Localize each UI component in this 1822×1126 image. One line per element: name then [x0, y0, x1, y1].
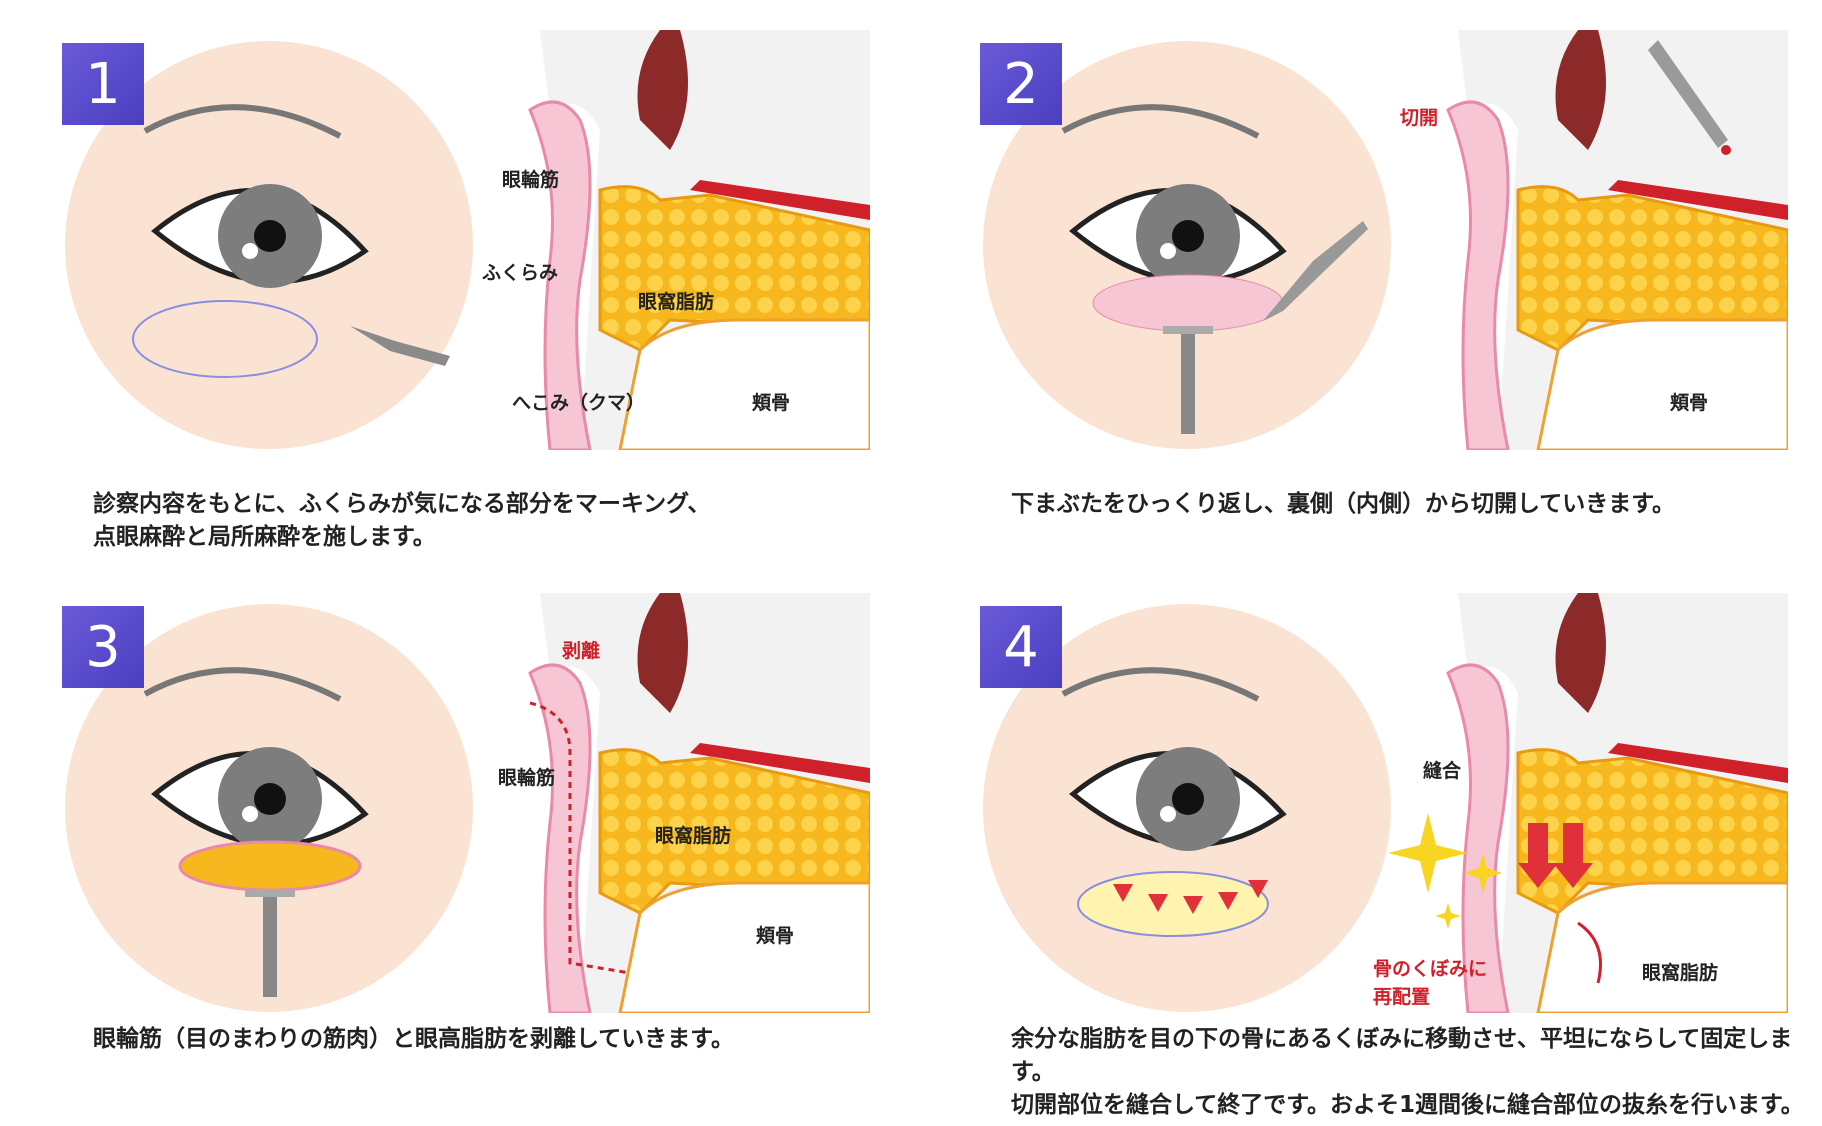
sparkle-icon	[1388, 813, 1502, 929]
eye-illustration	[65, 41, 473, 449]
label-orbital-fat: 眼窩脂肪	[655, 825, 732, 847]
label-suture: 縫合	[1423, 760, 1462, 782]
label-cheekbone: 頬骨	[1670, 392, 1709, 414]
label-orbital-fat: 眼窩脂肪	[638, 291, 715, 313]
eye-illustration	[65, 604, 473, 1012]
cross-section-illustration	[528, 593, 870, 1013]
step-number-badge: 1	[62, 43, 144, 125]
label-orbital-fat: 眼窩脂肪	[1642, 962, 1719, 984]
cross-section-illustration	[1446, 30, 1788, 450]
step-caption: 眼輪筋（目のまわりの筋肉）と眼高脂肪を剥離していきます。	[93, 1026, 735, 1052]
label-orbicularis: 眼輪筋	[498, 767, 556, 789]
step-caption: 余分な脂肪を目の下の骨にあるくぼみに移動させ、平坦にならして固定します。 切開部…	[1011, 1026, 1804, 1118]
eye-illustration	[983, 41, 1391, 449]
label-orbicularis: 眼輪筋	[502, 169, 560, 191]
step-4-panel: 4 縫合 骨のくぼみに 再配置 眼窩脂肪 余分な脂肪を目の下の骨にあるくぼみに移…	[918, 563, 1822, 1126]
step-1-panel: 1 眼輪筋 ふくらみ 眼窩脂肪 へこみ（クマ） 頬骨 診察内容をもとに、ふくらみ…	[0, 0, 911, 563]
step-3-panel: 3 剥離 眼輪筋 眼窩脂肪 頬骨 眼輪筋（目のまわりの筋肉）と眼高脂肪を剥離して…	[0, 563, 911, 1126]
label-cheekbone: 頬骨	[756, 925, 795, 947]
step-number-badge: 2	[980, 43, 1062, 125]
cross-section-illustration	[1446, 593, 1788, 1013]
eye-illustration	[983, 604, 1391, 1012]
label-detach: 剥離	[562, 640, 601, 662]
step-2-panel: 2 切開 頬骨 下まぶたをひっくり返し、裏側（内側）から切開していきます。	[918, 0, 1822, 563]
label-bulge: ふくらみ	[482, 262, 559, 284]
step-caption: 診察内容をもとに、ふくらみが気になる部分をマーキング、 点眼麻酔と局所麻酔を施し…	[93, 491, 711, 550]
label-relocate: 骨のくぼみに 再配置	[1373, 958, 1488, 1008]
step-number-badge: 3	[62, 606, 144, 688]
step-caption: 下まぶたをひっくり返し、裏側（内側）から切開していきます。	[1011, 491, 1676, 517]
label-incision: 切開	[1400, 107, 1439, 129]
cross-section-illustration	[528, 30, 870, 450]
label-hollow: へこみ（クマ）	[512, 392, 646, 414]
step-number-badge: 4	[980, 606, 1062, 688]
label-cheekbone: 頬骨	[752, 392, 791, 414]
